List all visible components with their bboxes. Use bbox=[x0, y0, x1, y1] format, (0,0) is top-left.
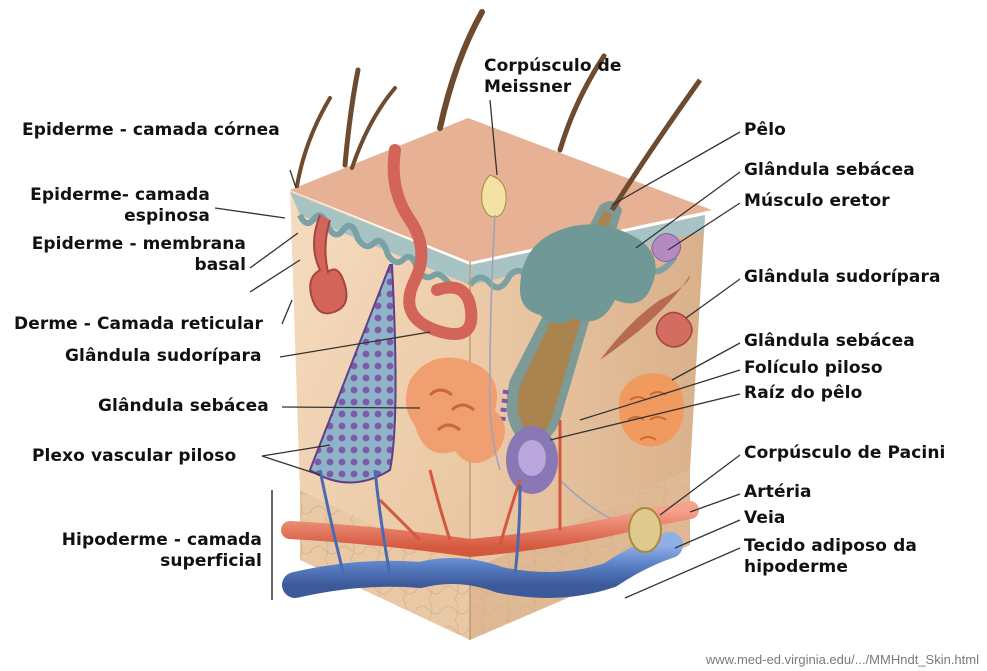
label-glandula-sudoripara-right: Glândula sudorípara bbox=[744, 267, 941, 288]
label-epiderme-basal: Epiderme - membrana basal bbox=[12, 234, 246, 276]
label-corpusculo-meissner: Corpúsculo de Meissner bbox=[484, 56, 622, 98]
label-corpusculo-pacini: Corpúsculo de Pacini bbox=[744, 443, 945, 464]
label-veia: Veia bbox=[744, 508, 785, 529]
label-epiderme-espinosa: Epiderme- camada espinosa bbox=[18, 185, 210, 227]
label-raiz-pelo: Raíz do pêlo bbox=[744, 383, 862, 404]
label-plexo-vascular: Plexo vascular piloso bbox=[32, 446, 236, 467]
label-glandula-sebacea-right: Glândula sebácea bbox=[744, 331, 915, 352]
source-url-text: www.med-ed.virginia.edu/.../MMHndt_Skin.… bbox=[706, 652, 979, 667]
label-epiderme-cornea: Epiderme - camada córnea bbox=[22, 120, 280, 141]
label-foliculo-piloso: Folículo piloso bbox=[744, 358, 883, 379]
label-hipoderme: Hipoderme - camada superficial bbox=[40, 530, 262, 572]
label-musculo-eretor: Músculo eretor bbox=[744, 191, 890, 212]
label-tecido-adiposo: Tecido adiposo da hipoderme bbox=[744, 536, 917, 578]
pacini-corpuscle bbox=[629, 508, 661, 552]
label-glandula-sudoripara-left: Glândula sudorípara bbox=[65, 346, 262, 367]
label-pelo: Pêlo bbox=[744, 120, 786, 141]
label-derme-reticular: Derme - Camada reticular bbox=[14, 314, 263, 335]
label-arteria: Artéria bbox=[744, 482, 812, 503]
label-glandula-sebacea-left: Glândula sebácea bbox=[98, 396, 269, 417]
label-glandula-sebacea-top: Glândula sebácea bbox=[744, 160, 915, 181]
